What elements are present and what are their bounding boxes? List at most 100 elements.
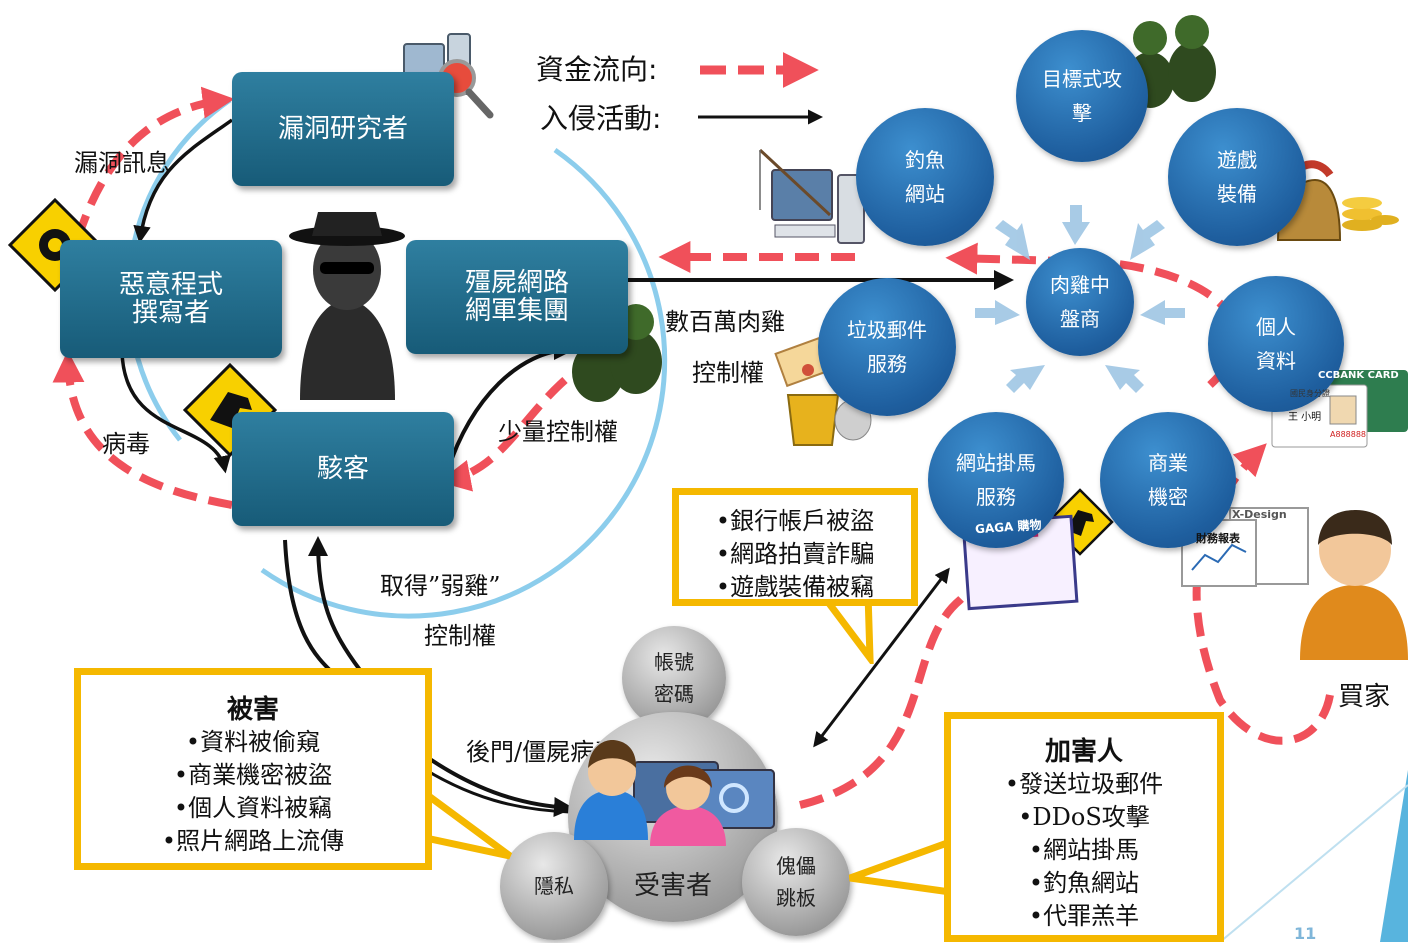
game-gear-circle: 遊戲 裝備 xyxy=(1168,108,1306,246)
cycle-ring xyxy=(260,147,668,619)
callout-damage: 被害 •資料被偷窺 •商業機密被盜 •個人資料被竊 •照片網路上流傳 xyxy=(74,668,432,870)
callout-damage-title: 被害 xyxy=(226,695,279,725)
malware-writer-line2: 撰寫者 xyxy=(131,298,210,328)
weak-bots-control-label: 控制權 xyxy=(424,622,496,650)
arrow-hacker-to-botnet xyxy=(446,340,574,471)
phishing-circle: 釣魚 網站 xyxy=(856,108,994,246)
callout-attacker-tail xyxy=(848,838,954,897)
card-bank-text: CCBANK CARD xyxy=(1318,370,1399,381)
hacker-box: 駭客 xyxy=(232,412,454,526)
privacy-label: 隱私 xyxy=(534,874,574,898)
legend-intrusion-label: 入侵活動: xyxy=(540,102,662,135)
trojan-site-line2: 服務 xyxy=(976,485,1016,509)
dealer-circle: 肉雞中 盤商 xyxy=(1026,248,1134,356)
arrow-writer-to-hacker xyxy=(120,351,231,474)
control-right-label: 控制權 xyxy=(692,359,764,387)
arrow-up-to-hacker xyxy=(308,536,362,672)
dealer-line2: 盤商 xyxy=(1060,307,1100,331)
weak-bots-label: 取得”弱雞” xyxy=(380,572,501,600)
buyer-label: 買家 xyxy=(1338,682,1391,712)
callout-damage-item: •照片網路上流傳 xyxy=(161,827,345,855)
callout-damage-item: •個人資料被竊 xyxy=(173,794,333,822)
arrow-hacker-down xyxy=(283,539,342,682)
malware-writer-line1: 惡意程式 xyxy=(118,270,223,300)
trade-secret-line2: 機密 xyxy=(1148,485,1188,509)
callout-attacker-title: 加害人 xyxy=(1044,737,1123,767)
spam-line2: 服務 xyxy=(867,352,907,376)
card-name-text: 王 小明 xyxy=(1288,412,1322,423)
botnet-group-line2: 網軍集團 xyxy=(464,296,569,326)
arrow-researcher-to-writer xyxy=(133,118,234,244)
page-number: 11 xyxy=(1294,924,1317,943)
financial-report-icon xyxy=(1181,507,1309,587)
account-pw-line2: 密碼 xyxy=(654,682,694,706)
small-control-label: 少量控制權 xyxy=(498,418,618,446)
callout-attacker-item: •代罪羔羊 xyxy=(1028,902,1140,930)
buyer-figure-icon xyxy=(1300,510,1408,660)
trade-secret-circle: 商業 機密 xyxy=(1100,412,1236,548)
game-gear-line2: 裝備 xyxy=(1217,182,1257,206)
privacy-circle: 隱私 xyxy=(500,832,608,940)
dealer-line1: 肉雞中 xyxy=(1050,273,1110,297)
millions-bots-label: 數百萬肉雞 xyxy=(665,308,785,336)
report-text: 財務報表 xyxy=(1196,532,1240,545)
callout-bank-tail xyxy=(818,594,874,664)
trojan-site-line1: 網站掛馬 xyxy=(956,451,1036,475)
id-card-icon xyxy=(1271,370,1408,448)
money-hacker-to-writer xyxy=(52,350,233,509)
card-id-text: 國民身分證 xyxy=(1290,389,1330,398)
dealer-spoke-arrows xyxy=(975,205,1185,393)
puppet-line1: 傀儡 xyxy=(776,854,816,878)
vuln-info-label: 漏洞訊息 xyxy=(74,149,170,177)
callout-attacker-item: •發送垃圾郵件 xyxy=(1004,770,1164,798)
phishing-line1: 釣魚 xyxy=(905,148,945,172)
vuln-researcher-label: 漏洞研究者 xyxy=(277,114,408,144)
callout-attacker-item: •網站掛馬 xyxy=(1028,836,1140,864)
malware-writer-box: 惡意程式 撰寫者 xyxy=(60,240,282,358)
hacker-label: 駭客 xyxy=(316,454,369,484)
corner-decoration xyxy=(1380,770,1408,942)
personal-data-line1: 個人 xyxy=(1256,315,1296,339)
puppet-line2: 跳板 xyxy=(776,886,816,910)
callout-attacker: 加害人 •發送垃圾郵件 •DDoS攻擊 •網站掛馬 •釣魚網站 •代罪羔羊 xyxy=(944,712,1224,942)
trade-secret-line1: 商業 xyxy=(1148,451,1188,475)
spam-circle: 垃圾郵件 服務 xyxy=(818,278,956,416)
botnet-group-box: 殭屍網路 網軍集團 xyxy=(406,240,628,354)
gaga-sub: 購物 xyxy=(1016,517,1042,534)
callout-damage-item: •資料被偷窺 xyxy=(185,728,321,756)
personal-data-line2: 資料 xyxy=(1256,349,1296,373)
money-to-dealer xyxy=(945,242,1241,388)
callout-bank-item: •遊戲裝備被竊 xyxy=(715,573,875,601)
spam-trash-icon xyxy=(774,336,872,446)
game-gear-line1: 遊戲 xyxy=(1217,148,1257,172)
callout-bank-item: •網路拍賣詐騙 xyxy=(715,540,875,568)
phishing-line2: 網站 xyxy=(905,182,945,206)
gaga-brand: GAGA xyxy=(974,519,1014,537)
targeted-attack-line1: 目標式攻 xyxy=(1042,67,1122,91)
callout-bank-item: •銀行帳戶被盜 xyxy=(715,507,875,535)
botnet-group-line1: 殭屍網路 xyxy=(464,268,569,298)
arrow-victim-trojan xyxy=(813,567,950,748)
puppet-circle: 傀儡 跳板 xyxy=(742,828,850,936)
callout-attacker-item: •DDoS攻擊 xyxy=(1018,803,1150,831)
callout-damage-tail xyxy=(426,790,513,860)
trojan-site-circle: 網站掛馬 服務 xyxy=(928,412,1064,548)
soldiers-targeted-icon xyxy=(1126,15,1216,108)
personal-data-circle: 個人 資料 xyxy=(1208,276,1344,412)
callout-bank: •銀行帳戶被盜 •網路拍賣詐騙 •遊戲裝備被竊 xyxy=(672,488,918,606)
virus-label: 病毒 xyxy=(102,430,150,458)
spam-line1: 垃圾郵件 xyxy=(847,318,927,342)
targeted-attack-line2: 擊 xyxy=(1072,101,1092,125)
callout-damage-item: •商業機密被盜 xyxy=(173,761,333,789)
card-no-text: A888888 xyxy=(1330,430,1367,439)
victims-overlay-icon xyxy=(574,740,775,846)
callout-attacker-item: •釣魚網站 xyxy=(1028,869,1140,897)
account-pw-line1: 帳號 xyxy=(654,650,694,674)
legend-money-label: 資金流向: xyxy=(536,53,658,86)
phishing-computer-icon xyxy=(758,148,865,244)
money-botnet-to-hacker xyxy=(438,377,568,492)
victim-label: 受害者 xyxy=(633,871,712,901)
vuln-researcher-box: 漏洞研究者 xyxy=(232,72,454,186)
targeted-attack-circle: 目標式攻 擊 xyxy=(1016,30,1148,162)
xdesign-text: X-Design xyxy=(1232,508,1287,521)
